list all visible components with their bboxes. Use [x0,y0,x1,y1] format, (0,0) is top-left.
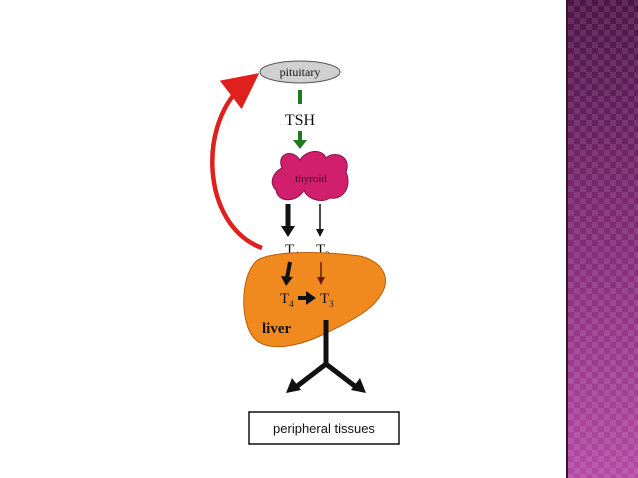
tsh-to-thyroid-head [293,140,307,149]
tsh-label: TSH [285,112,316,129]
peripheral-tissues-label: peripheral tissues [273,421,375,436]
fork-left-shaft [294,362,328,389]
thyroid-label: thyroid [295,173,327,185]
side-band-edge [566,0,568,478]
t4-into-liver-head [281,276,293,286]
t4-label-liver: T4 [280,291,294,309]
pituitary-shape [259,60,341,84]
thyroid-to-t4-head [281,226,295,237]
fork-right-shaft [324,362,358,389]
t3-into-liver-head [317,277,325,285]
thyroid-shape [271,151,349,201]
decorative-side-band [568,0,638,478]
liver-label: liver [262,321,291,337]
pituitary-label: pituitary [280,65,321,79]
thyroid-to-t3-head [316,229,324,237]
t4-to-t3-conversion-arrow [298,291,316,305]
fork-right-head [351,378,366,393]
feedback-arrow [210,73,263,251]
liver-shape [243,252,386,348]
t3-label-liver: T3 [320,291,334,309]
t4-into-liver-shaft [285,261,292,279]
fork-left-head [286,378,301,393]
peripheral-tissues-box [248,411,400,445]
